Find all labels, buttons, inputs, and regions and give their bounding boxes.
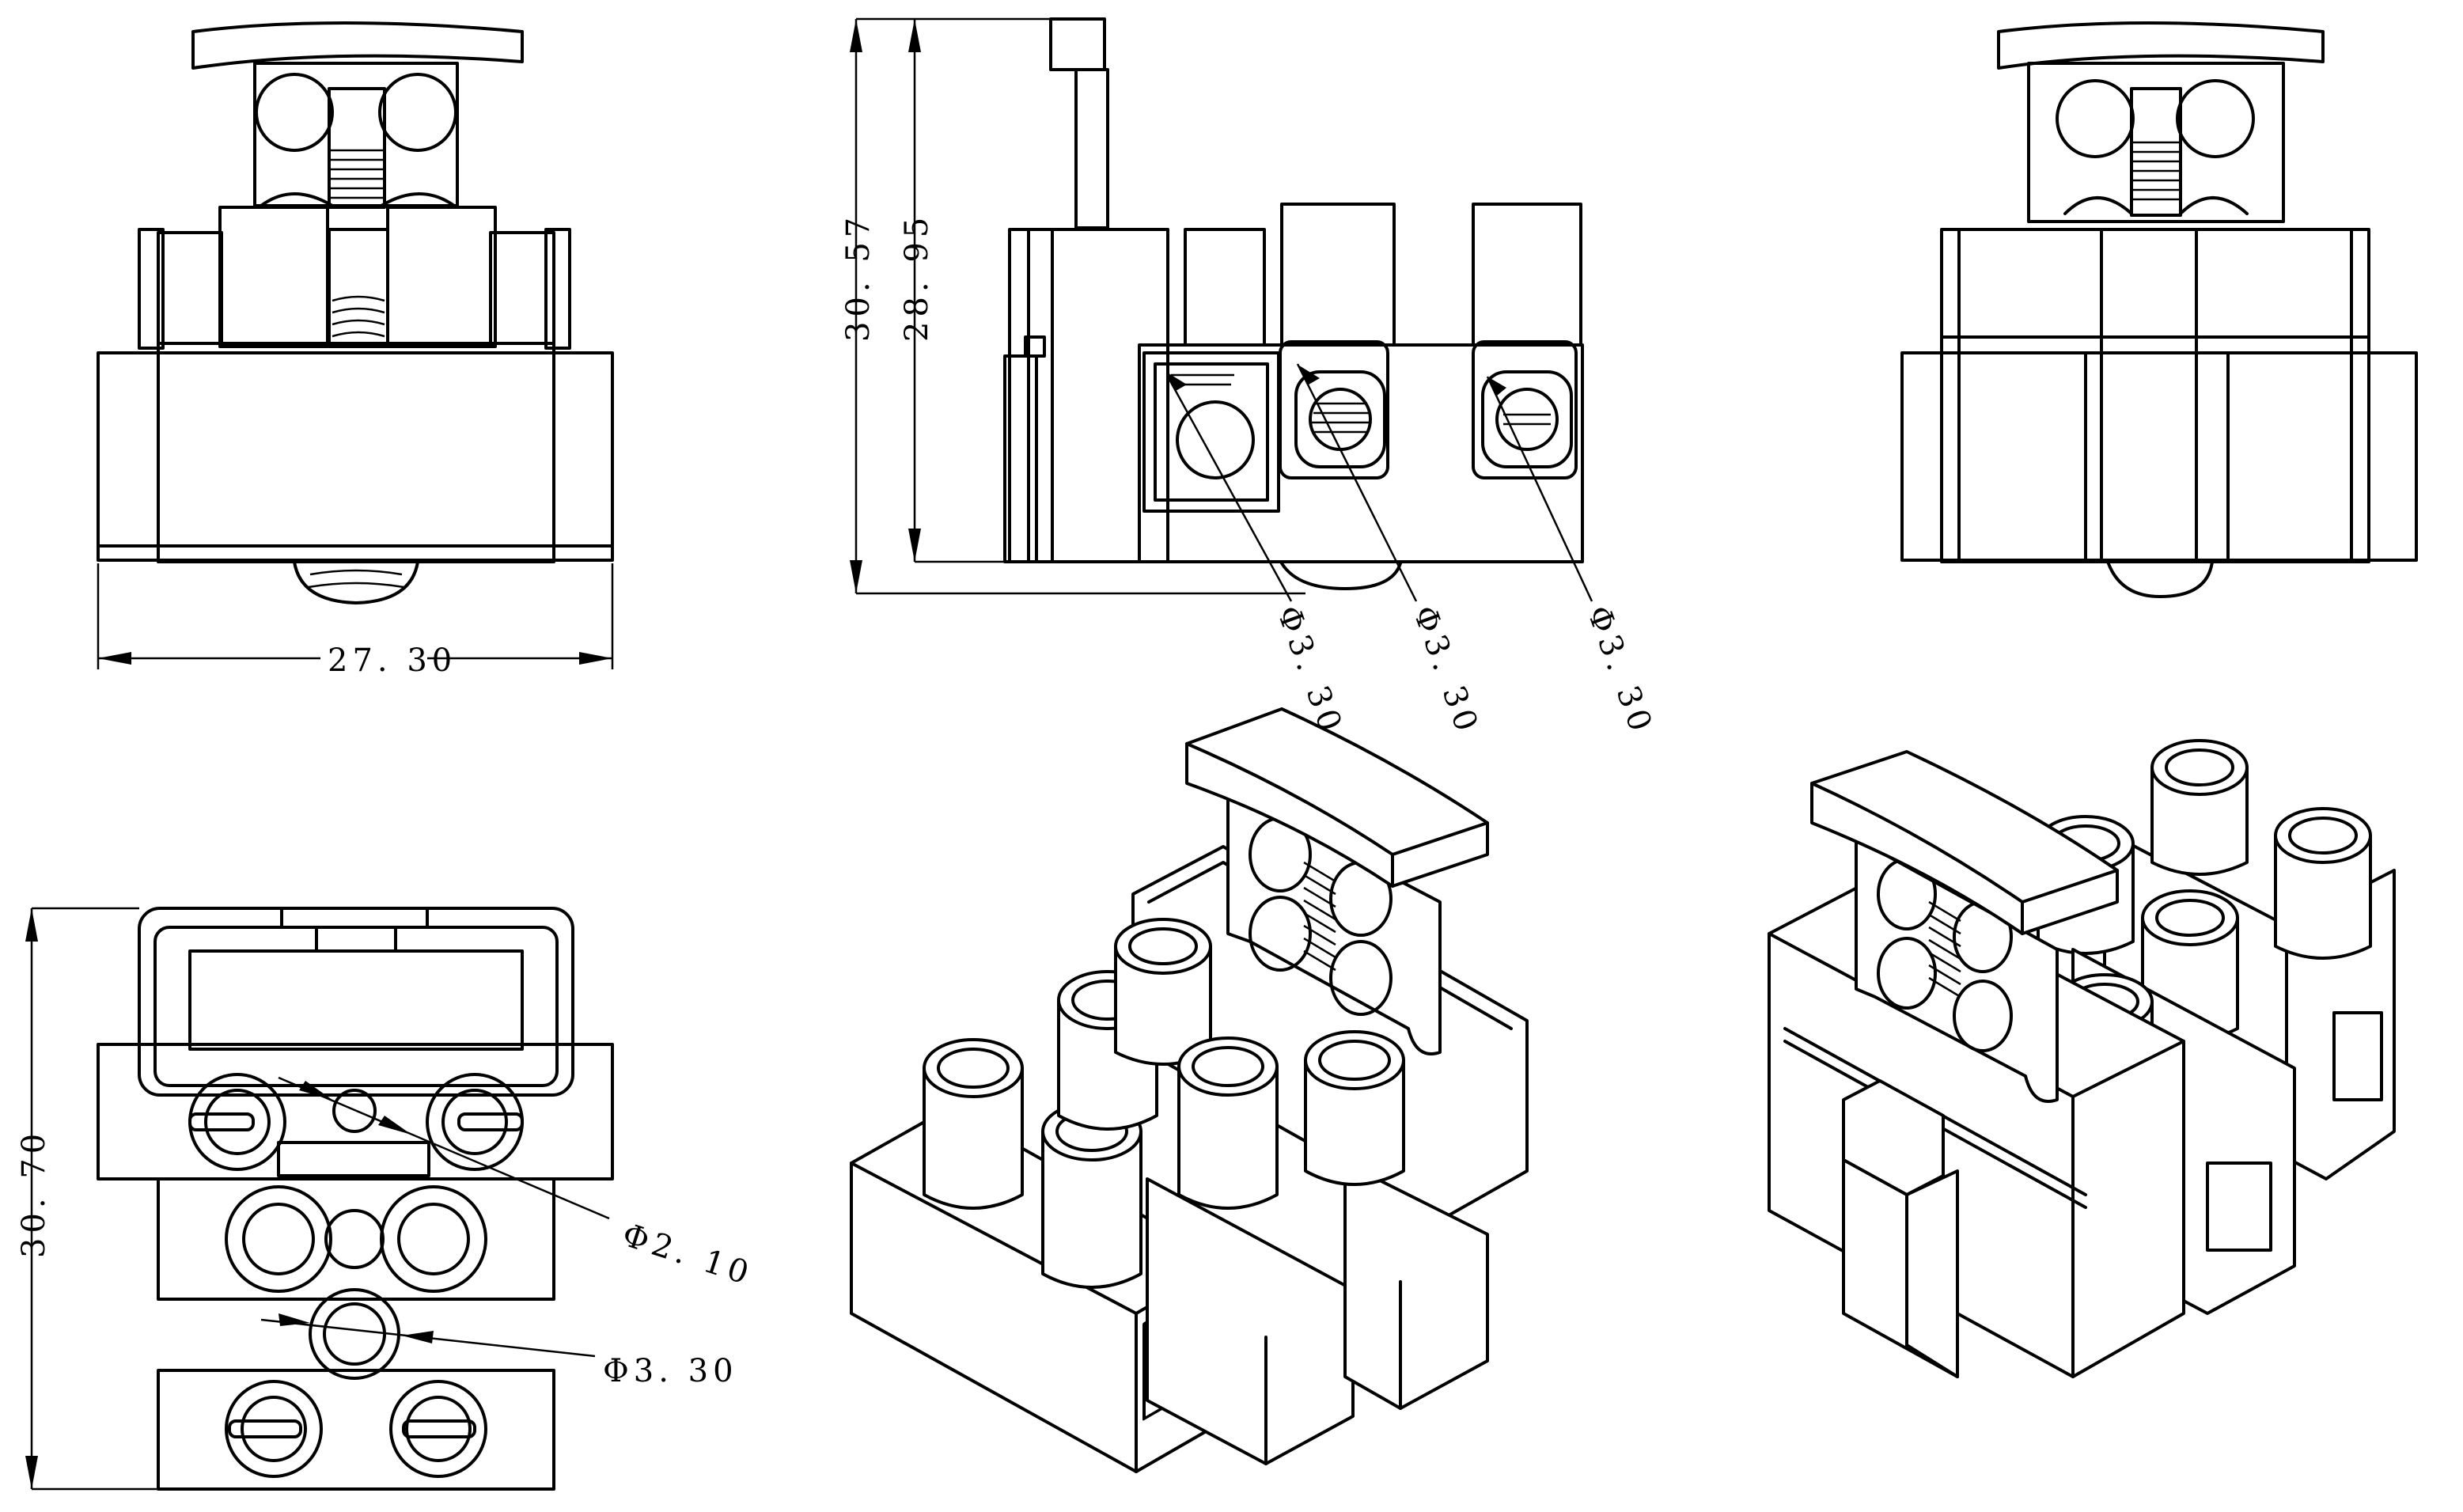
side-view: 30. 57 28. 95 Φ3. 30 Φ3. 30 Φ3. 30 xyxy=(840,17,1661,741)
isometric-view-rear xyxy=(1768,739,2396,1378)
iso-a-cylinders xyxy=(923,918,1405,1289)
bottom-hole-small-label: Φ2. 10 xyxy=(618,1217,757,1293)
front-view: 27. 30 xyxy=(97,21,614,679)
front-width-label: 27. 30 xyxy=(328,642,457,679)
bottom-view: 30. 70 Φ2. 10 Φ3. 30 xyxy=(16,907,757,1491)
side-hole-2-label: Φ3. 30 xyxy=(1406,601,1487,741)
side-height-body-label: 28. 95 xyxy=(899,213,935,342)
isometric-view-front xyxy=(850,707,1529,1473)
rear-view xyxy=(1900,21,2418,598)
side-hole-3-label: Φ3. 30 xyxy=(1580,601,1661,741)
side-height-total-label: 30. 57 xyxy=(840,213,877,342)
bottom-hole-large-label: Φ3. 30 xyxy=(603,1353,738,1389)
bottom-height-label: 30. 70 xyxy=(16,1129,52,1258)
